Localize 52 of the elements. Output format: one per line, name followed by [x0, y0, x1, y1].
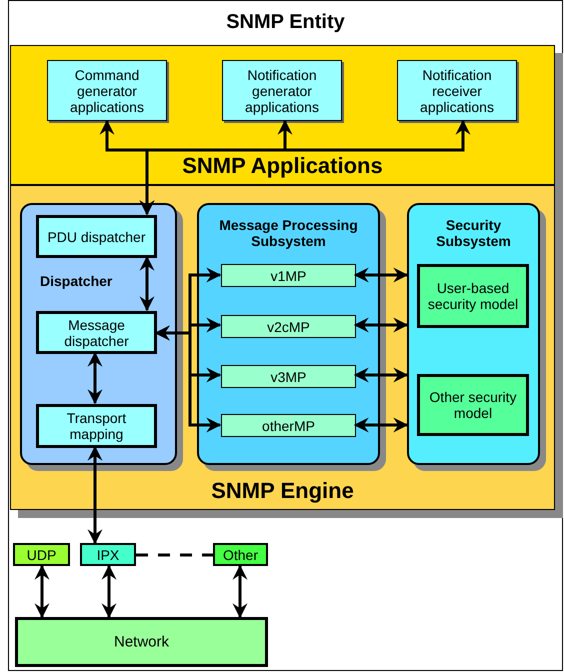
- panel-heading: Message Processing Subsystem: [218, 217, 359, 250]
- module-box: [221, 414, 356, 437]
- panel-heading: SNMP Applications: [181, 152, 384, 178]
- box-label: UDP: [26, 546, 58, 563]
- module-box: [36, 215, 157, 258]
- box-label: v3MP: [270, 368, 308, 385]
- module-box: [36, 311, 157, 354]
- box-label: v1MP: [270, 267, 308, 284]
- arrow: [140, 256, 154, 312]
- box-label: Transport mapping: [66, 410, 128, 442]
- box-label: Notification generator applications: [244, 66, 320, 115]
- module-box: [221, 315, 356, 338]
- application-box: [397, 60, 517, 121]
- module-box: [417, 374, 529, 436]
- arrow: [88, 352, 102, 404]
- arrow: [34, 564, 50, 618]
- arrow: [354, 418, 408, 432]
- panel-heading: SNMP Engine: [210, 478, 355, 503]
- box-label: v2cMP: [266, 318, 311, 335]
- arrow: [102, 564, 116, 618]
- arrow: [140, 120, 470, 216]
- box-label: PDU dispatcher: [46, 228, 147, 245]
- box-label: otherMP: [261, 417, 316, 434]
- transport-box: [80, 543, 136, 566]
- arrow: [154, 326, 222, 432]
- box-label: User-based security model: [426, 280, 520, 312]
- module-box: [221, 264, 356, 287]
- arrow: [88, 446, 102, 544]
- transport-box: [13, 543, 70, 566]
- arrow: [354, 368, 408, 382]
- application-box: [222, 60, 342, 121]
- network-box: [15, 617, 268, 667]
- module-box: [417, 264, 529, 328]
- box-label: Network: [112, 633, 170, 651]
- box-label: Notification receiver applications: [419, 66, 495, 115]
- box-label: Other: [222, 546, 259, 563]
- box-label: IPX: [96, 546, 120, 563]
- entity-frame: [8, 0, 563, 671]
- module-box: [36, 404, 157, 448]
- arrow: [354, 318, 408, 332]
- dashed-line: [136, 554, 213, 556]
- box-label: Command generator applications: [69, 66, 145, 115]
- module-box: [221, 365, 356, 388]
- panel-heading: SNMP Entity: [225, 11, 346, 34]
- box-label: Other security model: [428, 388, 518, 422]
- box-label: Message dispatcher: [63, 316, 130, 349]
- application-box: [47, 60, 167, 121]
- panel-heading: Security Subsystem: [435, 217, 512, 250]
- transport-box: [213, 543, 268, 566]
- arrow: [354, 268, 408, 282]
- panel-heading: Dispatcher: [40, 273, 112, 290]
- arrow: [232, 564, 248, 618]
